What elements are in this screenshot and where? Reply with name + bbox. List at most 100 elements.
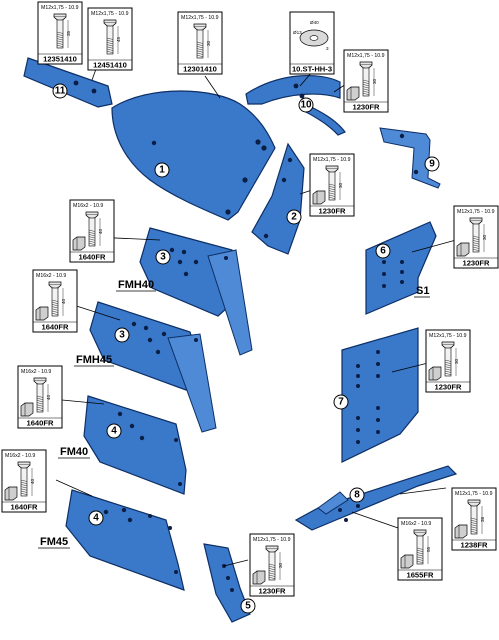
bolt-length: 30 bbox=[206, 40, 211, 46]
washer-outer-diameter: Ø40 bbox=[310, 20, 319, 25]
bolt-spec-text: M12x1,75 - 10.9 bbox=[41, 5, 79, 11]
bolt-code: 1640FR bbox=[10, 503, 38, 512]
bolt-code: 1230FR bbox=[434, 383, 462, 392]
nut-icon bbox=[20, 402, 34, 417]
nut-icon bbox=[456, 242, 470, 257]
bolt-length: 40 bbox=[30, 478, 35, 484]
bolt-icon bbox=[413, 529, 429, 565]
bolt-icon bbox=[53, 13, 69, 49]
bolt-spec-text: M12x1,75 - 10.9 bbox=[429, 333, 467, 339]
model-label-fmh45: FMH45 bbox=[74, 354, 114, 367]
bolt-icon bbox=[359, 61, 375, 97]
bolt-length: 45 bbox=[116, 36, 121, 42]
bolt-spec-text: M12x1,75 - 10.9 bbox=[457, 209, 495, 215]
bolt-spec-text: M16x2 - 10.9 bbox=[401, 521, 431, 527]
bolt-spec-text: M12x1,75 - 10.9 bbox=[313, 157, 351, 163]
svg-text:FM45: FM45 bbox=[40, 536, 68, 548]
bolt-spec-text: M16x2 - 10.9 bbox=[21, 369, 51, 375]
svg-text:1: 1 bbox=[159, 165, 165, 176]
callout-11: 11 bbox=[52, 83, 68, 99]
bolt-length: 35 bbox=[66, 30, 71, 36]
part-2-shin-plate bbox=[251, 142, 305, 255]
bolt-length: 30 bbox=[454, 358, 459, 364]
bolt-spec-text: M12x1,75 - 10.9 bbox=[347, 53, 385, 59]
bolt-icon bbox=[48, 281, 64, 317]
svg-text:S1: S1 bbox=[416, 285, 429, 297]
callout-3-fmh45: 3 bbox=[114, 327, 130, 343]
bolt-code: 1655FR bbox=[406, 571, 434, 580]
svg-text:11: 11 bbox=[55, 86, 66, 97]
bolt-box-b12451410: M12x1,75 - 10.9 45 12451410 bbox=[87, 7, 133, 71]
svg-text:8: 8 bbox=[354, 490, 360, 501]
bolt-length: 40 bbox=[61, 298, 66, 304]
svg-text:FMH40: FMH40 bbox=[118, 279, 154, 291]
nut-icon bbox=[312, 190, 326, 205]
bolt-box-b1655fr: M16x2 - 10.9 55 1655FR bbox=[397, 517, 443, 581]
bolt-code: 12451410 bbox=[93, 61, 127, 70]
svg-text:7: 7 bbox=[338, 397, 344, 408]
bolt-code: 1230FR bbox=[318, 207, 346, 216]
bolt-icon bbox=[33, 377, 49, 413]
bolt-box-b12301410: M12x1,75 - 10.9 30 12301410 bbox=[177, 11, 223, 75]
bolt-length: 40 bbox=[46, 394, 51, 400]
washer-thickness: 3 bbox=[326, 46, 329, 51]
bolt-code: 1640FR bbox=[26, 419, 54, 428]
model-label-s1: S1 bbox=[414, 285, 430, 298]
callout-10: 10 bbox=[298, 97, 314, 113]
part-3-share-fmh45 bbox=[89, 301, 217, 433]
bolt-code: 1238FR bbox=[460, 541, 488, 550]
bolt-box-b1238fr: M12x1,75 - 10.9 38 1238FR bbox=[451, 487, 497, 551]
callout-4-fm40: 4 bbox=[106, 423, 122, 439]
model-label-fm45: FM45 bbox=[38, 536, 70, 549]
bolt-code: 1230FR bbox=[352, 103, 380, 112]
bolt-length: 30 bbox=[278, 562, 283, 568]
svg-text:5: 5 bbox=[245, 601, 251, 612]
bolt-icon bbox=[467, 499, 483, 535]
bolt-icon bbox=[469, 217, 485, 253]
bolt-code: 10.ST-HH-3 bbox=[292, 65, 332, 74]
nut-icon bbox=[4, 486, 18, 501]
part-6-landside-s1 bbox=[365, 221, 437, 315]
washer-inner-diameter: Ø13 bbox=[293, 30, 302, 35]
bolt-box-b1640fr_4b: M16x2 - 10.9 40 1640FR bbox=[1, 449, 47, 513]
svg-text:3: 3 bbox=[160, 252, 166, 263]
bolt-spec-text: M16x2 - 10.9 bbox=[73, 203, 103, 209]
bolt-icon bbox=[17, 461, 33, 497]
part-9-bracket bbox=[379, 127, 441, 189]
bolt-box-b1230fr_2: M12x1,75 - 10.9 30 1230FR bbox=[309, 153, 355, 217]
bolt-length: 55 bbox=[426, 546, 431, 552]
nut-icon bbox=[454, 524, 468, 539]
bolt-length: 30 bbox=[338, 182, 343, 188]
callout-2: 2 bbox=[286, 209, 302, 225]
svg-text:4: 4 bbox=[111, 426, 117, 437]
svg-text:10: 10 bbox=[300, 100, 312, 111]
nut-icon bbox=[400, 554, 414, 569]
bolt-box-frame bbox=[249, 533, 295, 597]
bolt-icon bbox=[441, 341, 457, 377]
bolt-spec-text: M12x1,75 - 10.9 bbox=[91, 11, 129, 17]
part-4-share-fm40 bbox=[83, 395, 187, 495]
bolt-icon bbox=[325, 165, 341, 201]
nut-icon bbox=[35, 306, 49, 321]
washer-icon bbox=[299, 29, 329, 47]
part-7-landside-plate bbox=[341, 327, 419, 463]
bolt-code: 12301410 bbox=[183, 65, 217, 74]
bolt-spec-text: M12x1,75 - 10.9 bbox=[455, 491, 493, 497]
svg-text:FMH45: FMH45 bbox=[76, 354, 112, 366]
nut-icon bbox=[346, 86, 360, 101]
svg-text:4: 4 bbox=[93, 513, 99, 524]
bolt-spec-text: M16x2 - 10.9 bbox=[5, 453, 35, 459]
model-label-fm40: FM40 bbox=[58, 446, 90, 459]
bolt-icon bbox=[265, 545, 281, 581]
bolt-length: 38 bbox=[480, 516, 485, 522]
callout-4-fm45: 4 bbox=[88, 510, 104, 526]
callout-8: 8 bbox=[349, 487, 365, 503]
svg-text:6: 6 bbox=[380, 246, 386, 257]
bolt-icon bbox=[85, 211, 101, 247]
nut-icon bbox=[72, 236, 86, 251]
bolt-spec-text: M12x1,75 - 10.9 bbox=[181, 15, 219, 21]
